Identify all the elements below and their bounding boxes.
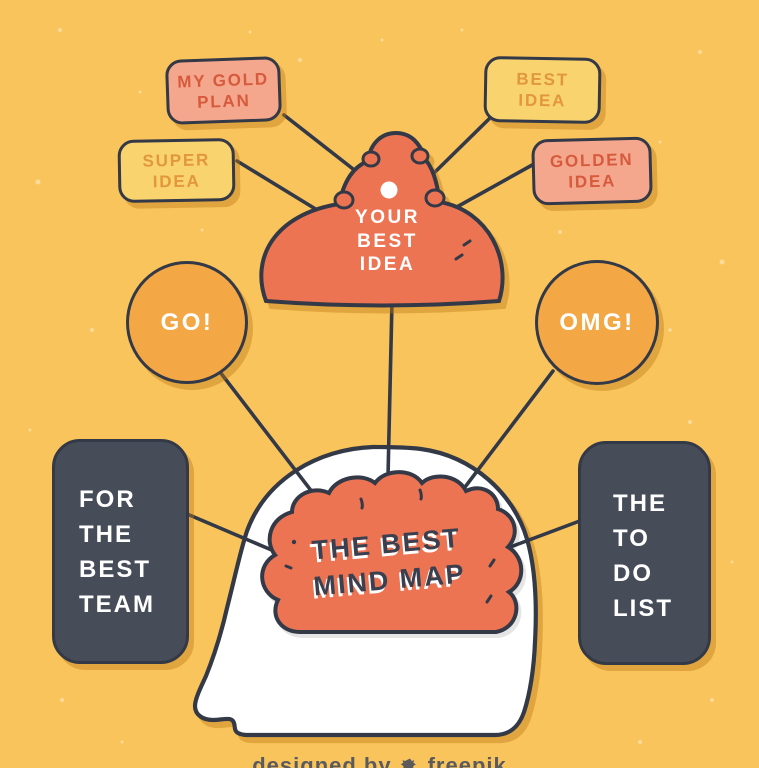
connector-line-go	[218, 370, 318, 499]
node-label-line: BEST	[357, 230, 418, 252]
node-label-line: TO	[613, 525, 650, 552]
node-best-idea: BEST IDEA	[483, 55, 602, 125]
node-label-line: GOLDEN	[549, 149, 634, 172]
poop-highlight-dot	[380, 181, 398, 199]
connector-line-todo	[495, 517, 587, 554]
node-label-line: PLAN	[196, 90, 251, 112]
node-label: GO!	[160, 308, 214, 336]
poop-curl	[333, 190, 355, 210]
node-label-line: THE	[79, 521, 133, 548]
node-label-line: YOUR	[355, 207, 420, 228]
node-label-line: IDEA	[568, 171, 617, 192]
connector-line-omg	[457, 369, 555, 497]
node-label-line: DO	[613, 560, 653, 587]
node-super-idea: SUPER IDEA	[117, 137, 236, 204]
node-label-line: SUPER	[142, 149, 211, 171]
node-label-line: TEAM	[79, 591, 155, 618]
connector-line-golden-idea	[444, 162, 536, 215]
node-my-gold-plan: MY GOLD PLAN	[164, 56, 283, 125]
connector-line-best-idea	[431, 117, 491, 176]
poop-curl	[424, 188, 446, 208]
node-label-line: FOR	[79, 486, 136, 513]
connector-line-gold-plan	[282, 113, 364, 178]
node-label-line: LIST	[613, 595, 673, 622]
poop-accent-marks	[454, 239, 472, 261]
credit-prefix: designed by	[252, 753, 392, 768]
poop-curl	[361, 150, 381, 168]
node-go: GO!	[126, 261, 248, 384]
node-golden-idea: GOLDEN IDEA	[531, 136, 653, 206]
node-label: OMG!	[559, 308, 635, 336]
node-label-line: IDEA	[359, 254, 416, 275]
freepik-logo-icon	[400, 756, 420, 768]
poop-curl	[410, 147, 430, 165]
connector-line-idea-to-brain	[386, 299, 394, 479]
node-the-to-do-list: THE TO DO LIST	[578, 441, 711, 665]
poop-idea-shape	[259, 130, 505, 308]
node-label-line: BEST	[516, 69, 570, 90]
freepik-credit: designed by freepik	[0, 753, 759, 768]
brain-body	[260, 470, 524, 634]
node-label-line: MY GOLD	[177, 68, 270, 92]
node-for-the-best-team: FOR THE BEST TEAM	[52, 439, 189, 664]
connector-lines	[185, 113, 587, 556]
node-label-line: BEST	[79, 556, 152, 583]
node-label-line: IDEA	[152, 171, 201, 191]
brain-accent-marks	[284, 488, 496, 604]
connector-line-team	[185, 512, 283, 556]
your-best-idea-label: YOUR BEST IDEA	[315, 206, 460, 277]
brain-shape	[260, 470, 524, 634]
connector-line-super-idea	[235, 159, 329, 218]
node-label-line: IDEA	[518, 90, 567, 111]
brain-accent-dot	[291, 539, 297, 545]
node-label-line: THE	[613, 490, 667, 517]
credit-brand: freepik	[427, 753, 507, 768]
node-omg: OMG!	[535, 260, 659, 385]
